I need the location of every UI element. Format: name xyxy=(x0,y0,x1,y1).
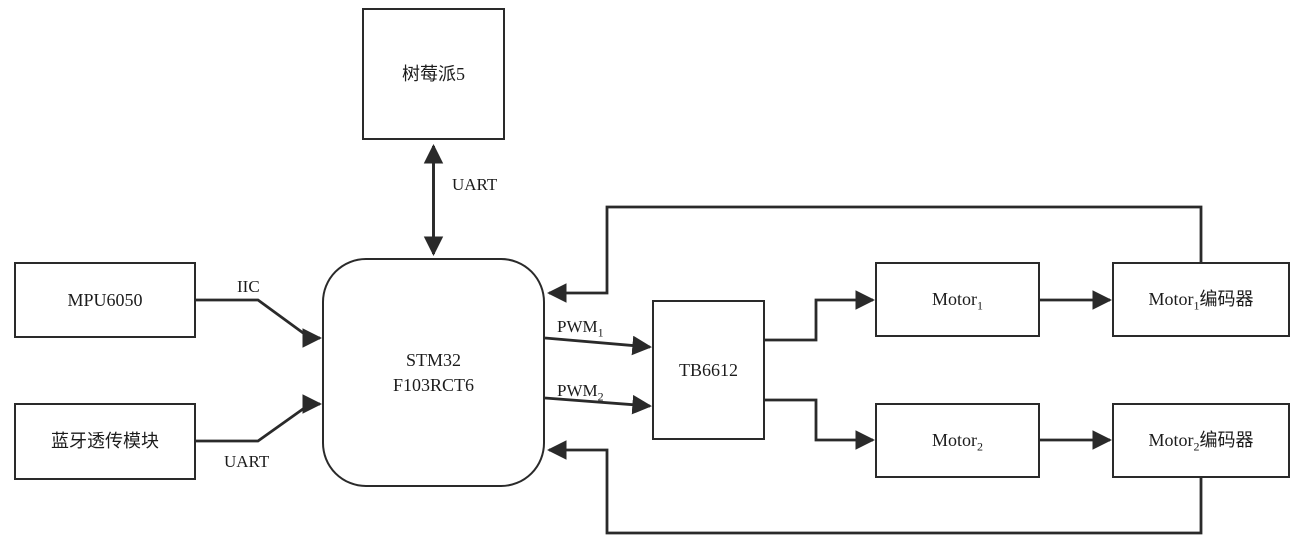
iic-link xyxy=(196,298,322,348)
encoder2-feedback-link xyxy=(547,440,1203,535)
encoder1-feedback-link xyxy=(547,205,1203,303)
motor1-encoder-box: Motor1编码器 xyxy=(1112,262,1290,337)
mpu6050-label: MPU6050 xyxy=(67,289,143,310)
stm32-label-line2: F103RCT6 xyxy=(392,374,475,395)
motor1-box: Motor1 xyxy=(875,262,1040,337)
pwm1-link xyxy=(544,335,652,356)
tb6612-box: TB6612 xyxy=(652,300,765,440)
tb6612-motor2-link xyxy=(765,398,875,450)
motor2-label: Motor2 xyxy=(932,430,983,454)
tb6612-motor1-link xyxy=(765,290,875,342)
motor2-encoder-label: Motor2编码器 xyxy=(1148,430,1254,454)
stm32-box: STM32 F103RCT6 xyxy=(322,258,545,487)
bluetooth-module-label: 蓝牙透传模块 xyxy=(51,431,159,452)
raspberry-pi-label: 树莓派5 xyxy=(402,63,465,84)
pwm2-link xyxy=(544,394,652,415)
motor1-label: Motor1 xyxy=(932,289,983,313)
pwm1-label: PWM1 xyxy=(557,317,604,340)
raspberry-pi-box: 树莓派5 xyxy=(362,8,505,140)
pwm2-label: PWM2 xyxy=(557,381,604,404)
stm32-label: STM32 F103RCT6 xyxy=(393,348,474,397)
stm32-label-line1: STM32 xyxy=(405,350,461,371)
bluetooth-module-box: 蓝牙透传模块 xyxy=(14,403,196,480)
motor2-encoder-box: Motor2编码器 xyxy=(1112,403,1290,478)
uart-top-label: UART xyxy=(452,175,498,194)
mpu6050-box: MPU6050 xyxy=(14,262,196,338)
uart-bottom-label: UART xyxy=(224,452,270,471)
uart-bt-link xyxy=(196,394,322,443)
tb6612-label: TB6612 xyxy=(678,359,738,380)
iic-label: IIC xyxy=(237,277,260,296)
motor2-box: Motor2 xyxy=(875,403,1040,478)
motor1-encoder-label: Motor1编码器 xyxy=(1148,289,1254,313)
